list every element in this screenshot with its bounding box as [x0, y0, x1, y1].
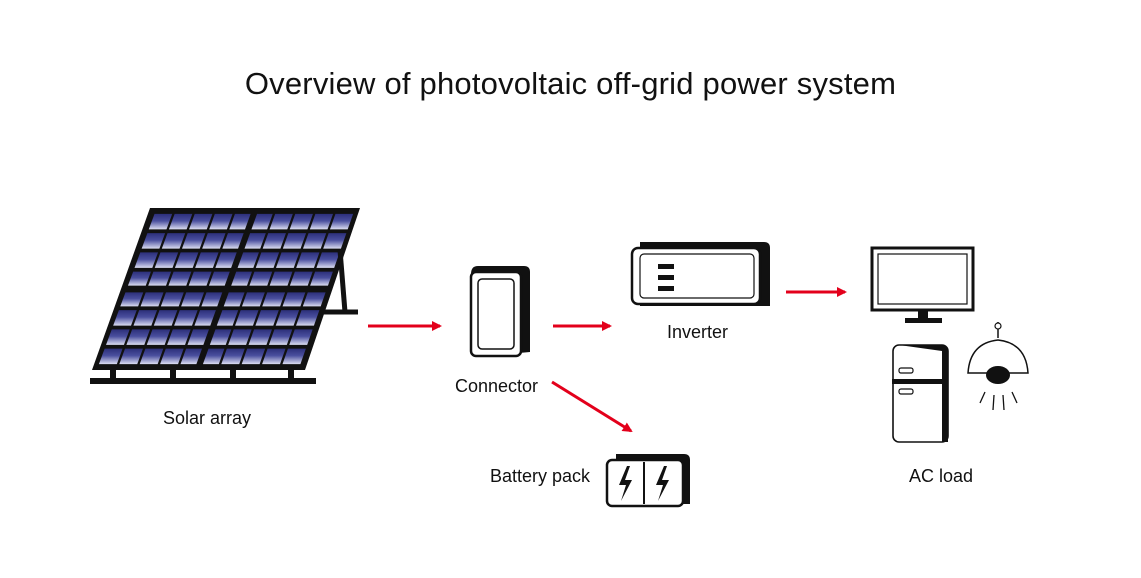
solar-cell [148, 271, 172, 286]
solar-cell [174, 310, 198, 326]
solar-cell [316, 252, 340, 268]
solar-cell [167, 329, 191, 345]
solar-cell [215, 252, 237, 268]
solar-cell [237, 252, 259, 268]
arrow-connector-to-battery [551, 380, 633, 433]
solar-cell [181, 233, 206, 249]
solar-cell [282, 348, 306, 365]
solar-cell [127, 271, 151, 286]
solar-cell [244, 233, 266, 249]
solar-cell [323, 233, 347, 249]
solar-cell [289, 271, 313, 286]
solar-cell [201, 292, 223, 307]
solar-cell [140, 292, 164, 307]
solar-cell [106, 329, 130, 345]
solar-cell [139, 348, 164, 365]
solar-cell [187, 329, 209, 345]
solar-cell [141, 233, 166, 249]
solar-cell [329, 213, 354, 230]
solar-cell [275, 252, 300, 268]
solar-cell [148, 213, 173, 230]
solar-cell [120, 292, 144, 307]
inverter-label: Inverter [667, 322, 729, 342]
solar-cell [168, 213, 193, 230]
solar-cell [202, 348, 225, 365]
solar-cell [310, 271, 333, 286]
solar-cell [209, 213, 233, 230]
solar-cell [282, 233, 307, 249]
connector-box-icon [469, 266, 530, 358]
inverter-icon [630, 242, 770, 306]
solar-array-label: Solar array [163, 408, 252, 428]
solar-cell [221, 348, 245, 365]
solar-cell [262, 348, 286, 365]
solar-cell [255, 252, 280, 268]
solar-cell [241, 348, 266, 365]
solar-cell [180, 348, 203, 365]
battery-icon [605, 454, 690, 508]
solar-cell [113, 310, 137, 326]
solar-cell [268, 329, 293, 345]
solar-cell [269, 213, 293, 230]
solar-cell [160, 348, 184, 365]
solar-cell [262, 233, 286, 249]
solar-cell [195, 252, 219, 268]
solar-cell [248, 329, 272, 345]
solar-cell [133, 310, 158, 326]
solar-cell [209, 329, 232, 345]
solar-cell [216, 310, 239, 326]
diagram-title: Overview of photovoltaic off-grid power … [244, 66, 897, 101]
solar-cell [126, 329, 151, 345]
solar-cell [208, 271, 230, 286]
solar-cell [282, 292, 306, 307]
solar-cell [296, 310, 320, 326]
solar-cell [194, 310, 216, 326]
solar-cell [241, 292, 265, 307]
solar-cell [229, 213, 251, 230]
solar-cell [296, 252, 320, 268]
solar-cell [222, 233, 244, 249]
solar-cell [188, 271, 212, 286]
solar-cell [168, 271, 192, 286]
refrigerator-icon [892, 344, 949, 443]
solar-cell [269, 271, 293, 286]
solar-cell [153, 310, 178, 326]
solar-cell [189, 213, 213, 230]
solar-cell [303, 233, 327, 249]
solar-cell [255, 310, 279, 326]
solar-cell [262, 292, 286, 307]
lamp-icon [967, 322, 1029, 411]
solar-cell [161, 233, 186, 249]
solar-cell [228, 329, 252, 345]
battery-pack-label: Battery pack [490, 466, 591, 486]
solar-cell [223, 292, 245, 307]
solar-cell [275, 310, 300, 326]
ac-load-label: AC load [909, 466, 974, 486]
monitor-icon [870, 246, 975, 323]
solar-cell [160, 292, 184, 307]
solar-panel-icon [90, 208, 360, 384]
solar-cell [181, 292, 205, 307]
connector-label: Connector [455, 376, 539, 396]
solar-cell [174, 252, 199, 268]
solar-cell [231, 271, 253, 286]
solar-cell [235, 310, 259, 326]
solar-cell [251, 213, 273, 230]
solar-cell [202, 233, 226, 249]
solar-cell [154, 252, 179, 268]
solar-cell [289, 329, 313, 345]
solar-cell [249, 271, 273, 286]
solar-cell [119, 348, 143, 365]
solar-cell [302, 292, 326, 307]
solar-cell [134, 252, 159, 268]
solar-cell [309, 213, 334, 230]
solar-cell [146, 329, 171, 345]
solar-cell [98, 348, 123, 365]
solar-cell [289, 213, 313, 230]
